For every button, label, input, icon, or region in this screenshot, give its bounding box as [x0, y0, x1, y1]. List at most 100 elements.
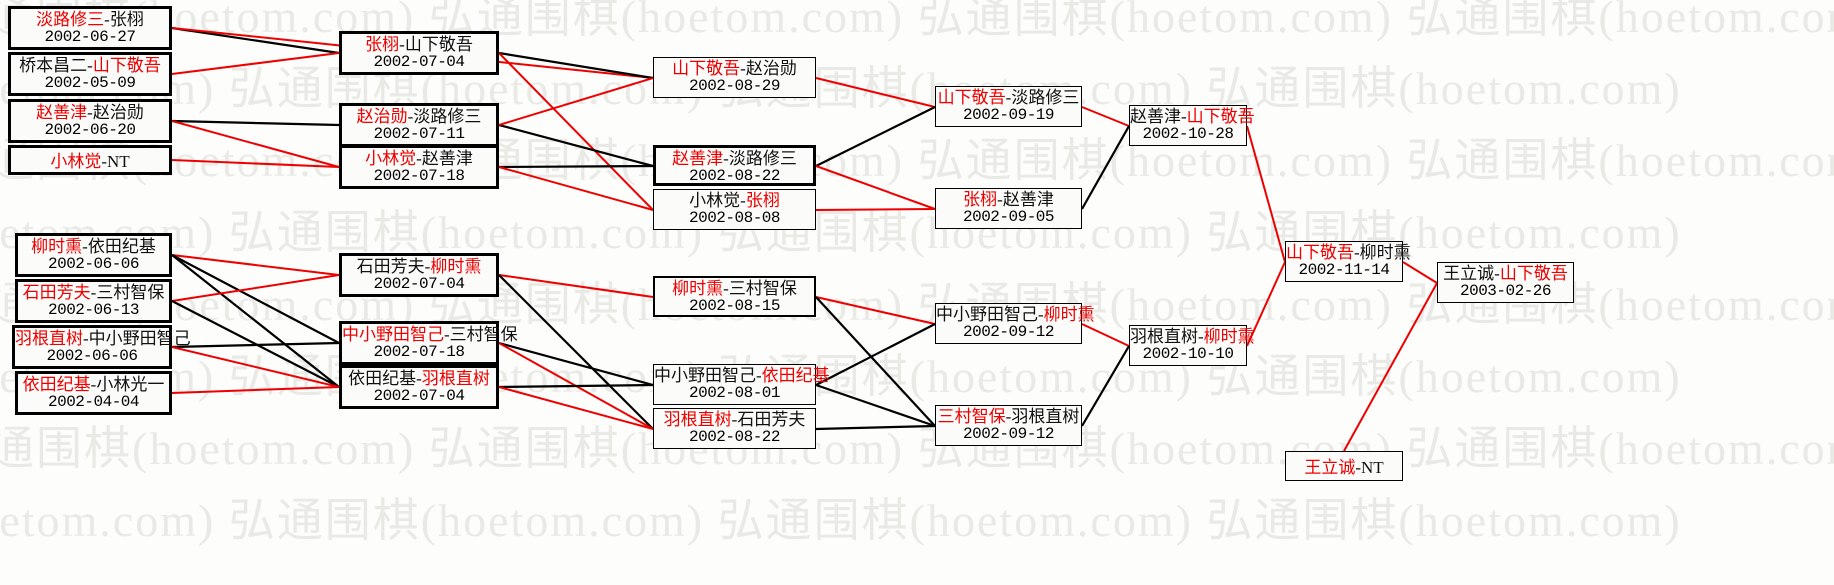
player-two: 赵治勋: [745, 59, 797, 78]
player-two: 赵善津: [1002, 190, 1054, 209]
player-one: 三村智保: [937, 407, 1006, 426]
link-line-loser: [815, 323, 936, 386]
match-date: 2002-10-28: [1142, 125, 1234, 144]
vs-separator: -: [83, 329, 89, 348]
match-date: 2002-07-11: [373, 125, 465, 144]
match-box[interactable]: 小林觉-NT: [8, 145, 172, 175]
vs-separator: -: [756, 366, 762, 385]
player-two: 依田纪基: [761, 366, 830, 385]
vs-separator: -: [1355, 457, 1361, 477]
player-two: 淡路修三: [1011, 88, 1080, 107]
match-date: 2002-08-22: [688, 167, 781, 186]
player-two: 淡路修三: [413, 107, 482, 126]
vs-separator: -: [740, 59, 746, 78]
player-one: 王立诚: [1443, 264, 1495, 283]
vs-separator: -: [997, 190, 1003, 209]
match-date: 2002-07-04: [373, 275, 465, 294]
link-line-loser: [498, 341, 654, 387]
match-players: 石田芳夫-柳时熏: [342, 257, 496, 276]
link-line-loser: [171, 119, 340, 127]
link-line-winner: [1402, 261, 1438, 284]
player-two: 山下敬吾: [1499, 264, 1568, 283]
link-line-loser: [498, 51, 654, 80]
vs-separator: -: [1005, 407, 1012, 426]
match-date: 2002-08-01: [688, 384, 781, 403]
match-date: 2002-06-06: [46, 347, 138, 366]
link-line-loser: [815, 106, 936, 167]
match-date: 2003-02-26: [1459, 282, 1552, 301]
link-line-loser: [815, 296, 936, 427]
vs-separator: -: [87, 103, 93, 122]
match-players: 中小野田智己-三村智保: [342, 325, 518, 344]
player-two: 柳时熏: [430, 257, 482, 276]
match-date: 2002-08-22: [688, 428, 781, 447]
player-two: 中小野田智己: [88, 329, 191, 348]
player-one: 山下敬吾: [672, 59, 741, 78]
link-line-winner: [498, 386, 654, 430]
vs-separator: -: [90, 283, 97, 302]
match-box[interactable]: 王立诚-NT: [1285, 451, 1403, 481]
player-two: 张栩: [745, 191, 780, 210]
player-two: 山下敬吾: [92, 56, 161, 75]
match-players: 山下敬吾-赵治勋: [654, 59, 815, 78]
player-two: 三村智保: [449, 325, 518, 344]
link-line-winner: [171, 120, 340, 168]
match-date: 2002-07-04: [373, 53, 465, 72]
player-one: 中小野田智己: [936, 305, 1038, 324]
vs-separator: -: [723, 279, 729, 298]
player-one: 小林觉: [50, 151, 102, 171]
link-line-loser: [1081, 345, 1130, 427]
player-one: 石田芳夫: [22, 283, 91, 302]
match-players: 桥本昌二-山下敬吾: [11, 56, 169, 75]
player-two: 赵善津: [421, 149, 473, 168]
player-one: 柳时熏: [672, 279, 724, 298]
vs-separator: -: [1198, 327, 1204, 346]
player-one: 小林觉: [365, 149, 417, 168]
link-line-loser: [171, 341, 340, 349]
link-line-loser: [171, 254, 340, 344]
vs-separator: -: [740, 191, 746, 210]
link-line-loser: [815, 424, 936, 431]
vs-separator: -: [1181, 107, 1187, 126]
match-date: 2002-07-04: [373, 387, 465, 406]
vs-separator: -: [104, 10, 110, 29]
player-one: 桥本昌二: [19, 56, 88, 75]
link-line-winner: [498, 77, 654, 126]
match-players: 羽根直树-石田芳夫: [654, 410, 815, 429]
match-date: 2002-09-12: [962, 425, 1055, 444]
player-one: 淡路修三: [36, 10, 105, 29]
match-players: 柳时熏-三村智保: [655, 279, 814, 298]
link-line-winner: [171, 274, 340, 302]
player-two: 山下敬吾: [1186, 107, 1255, 126]
match-date: 2002-06-27: [44, 28, 136, 47]
player-one: 羽根直树: [15, 329, 83, 348]
